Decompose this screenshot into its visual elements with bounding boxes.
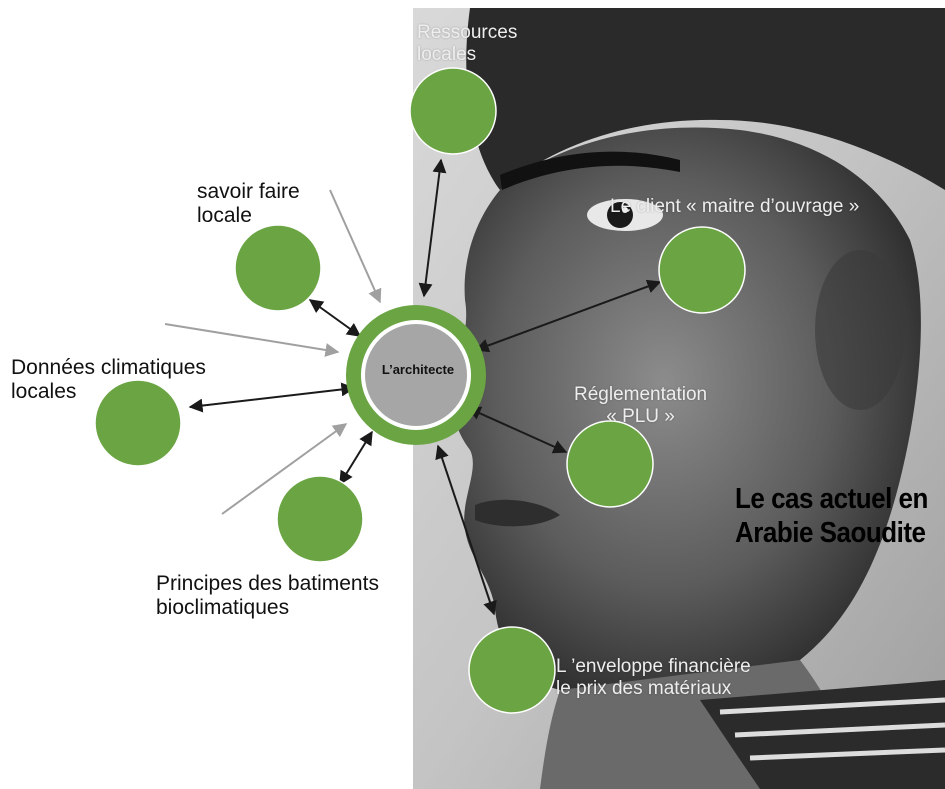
heading: Le cas actuel en Arabie Saoudite: [735, 481, 945, 546]
node-enveloppe-financiere: [468, 626, 556, 714]
arrow-reglementation: [466, 406, 568, 454]
connector-arrows: [188, 158, 662, 616]
heading-line-2: Arabie Saoudite: [735, 515, 926, 546]
node-client: [658, 226, 746, 314]
input-arrow-left: [164, 323, 340, 357]
input-arrow-bottom: [221, 423, 348, 515]
label-principes-bioclimatiques: Principes des batiments bioclimatiques: [156, 572, 379, 620]
node-donnees-climatiques: [94, 379, 182, 467]
label-client: Le client « maitre d’ouvrage »: [610, 196, 860, 217]
node-ressources-locales: [409, 67, 497, 155]
arrow-donnees: [188, 382, 356, 413]
nodes: [94, 67, 746, 714]
label-savoir-faire-locale: savoir faire locale: [197, 180, 300, 228]
arrow-client: [474, 279, 662, 353]
arrow-savoir-faire: [308, 299, 362, 337]
input-arrows: [164, 189, 382, 515]
label-ressources-locales: Ressources locales: [417, 22, 518, 65]
center-node: [346, 305, 486, 445]
node-reglementation: [566, 420, 654, 508]
input-arrow-top: [329, 189, 382, 304]
node-principes-bioclimatiques: [276, 475, 364, 563]
heading-line-1: Le cas actuel en: [735, 481, 928, 515]
arrow-ressources: [418, 158, 447, 298]
center-label: L’architecte: [381, 362, 455, 377]
arrow-enveloppe: [435, 444, 497, 616]
label-donnees-climatiques: Données climatiques locales: [11, 356, 206, 404]
label-reglementation: Réglementation « PLU »: [574, 384, 708, 427]
arrow-principes: [339, 430, 373, 486]
node-savoir-faire-locale: [234, 224, 322, 312]
label-enveloppe-financiere: L ’enveloppe financière le prix des maté…: [556, 656, 751, 699]
